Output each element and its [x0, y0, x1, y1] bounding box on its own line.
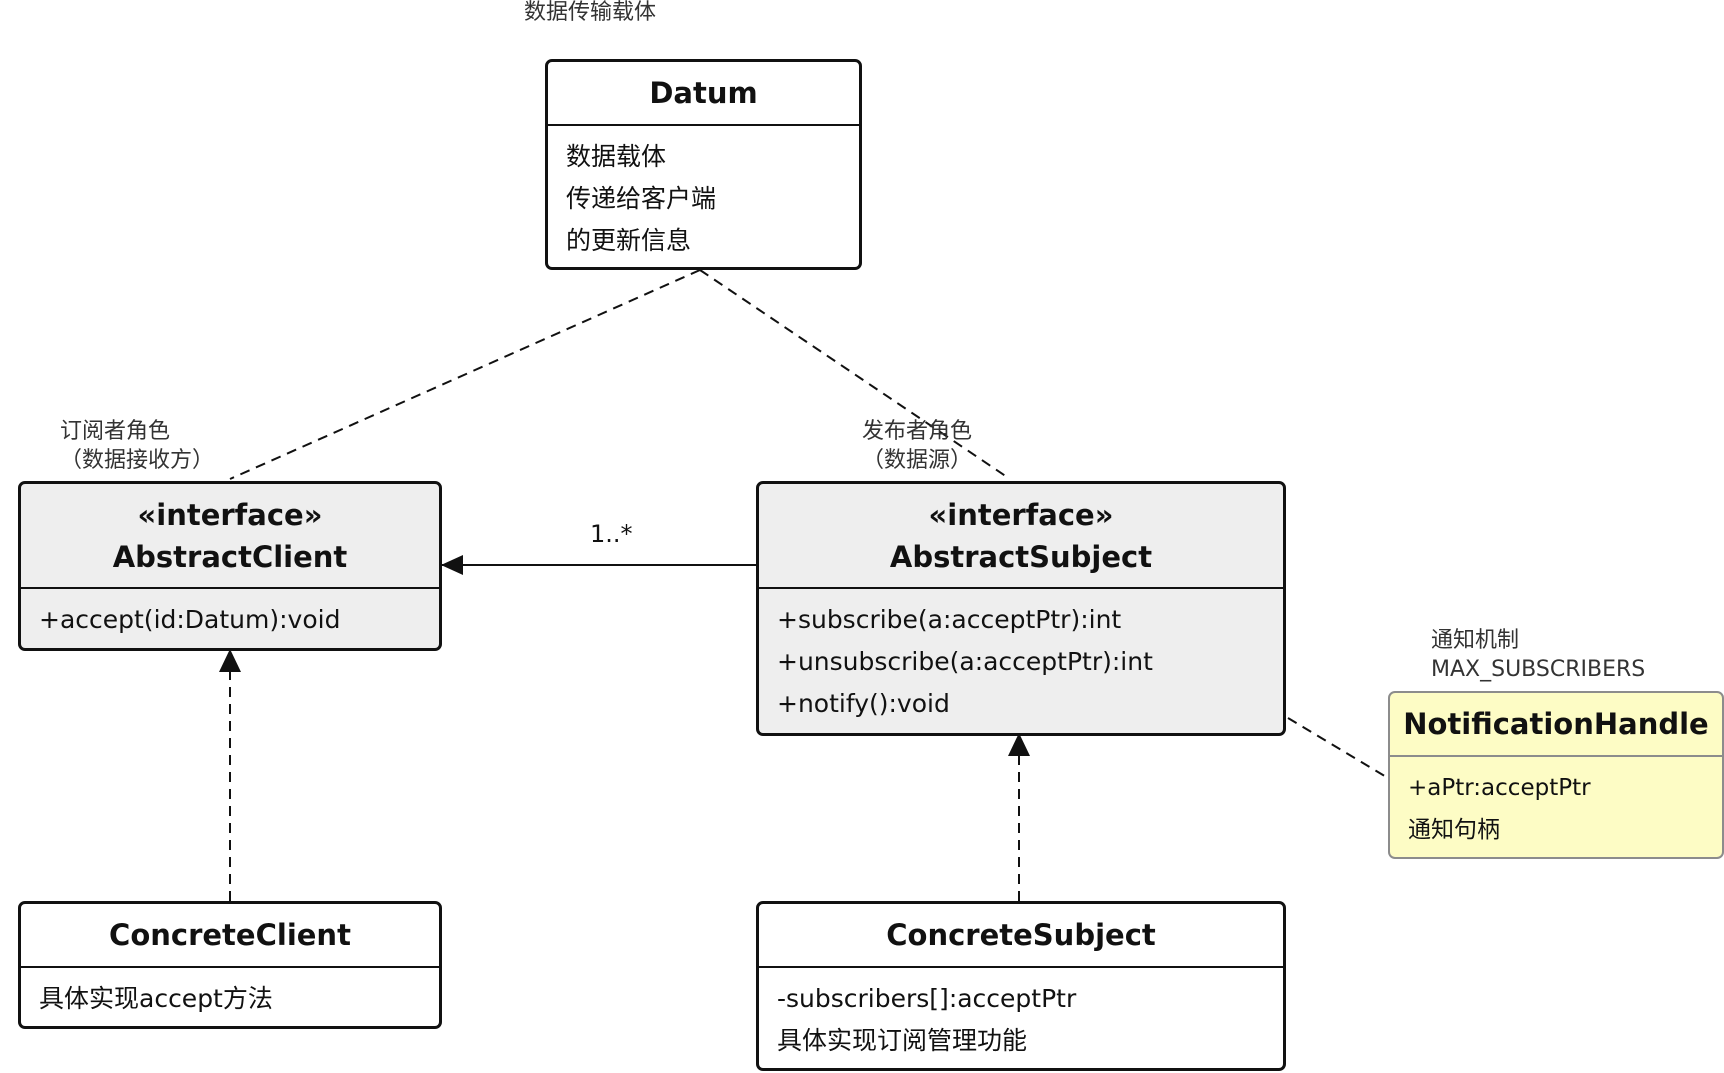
notification-note-constant: MAX_SUBSCRIBERS — [1431, 657, 1646, 682]
association-multiplicity: 1..* — [590, 520, 633, 548]
concrete-client-class[interactable]: ConcreteClient 具体实现accept方法 — [18, 901, 442, 1029]
abstract-subject-method: +notify():void — [777, 689, 950, 718]
abstract-subject-body: +subscribe(a:acceptPtr):int +unsubscribe… — [759, 589, 1283, 725]
notification-handle-class[interactable]: NotificationHandle +aPtr:acceptPtr 通知句柄 — [1388, 691, 1724, 859]
concrete-subject-row: 具体实现订阅管理功能 — [777, 1026, 1028, 1055]
subject-to-handle-dashed-line — [1287, 717, 1389, 779]
datum-to-subject-dashed-line — [699, 269, 1011, 480]
datum-class-row: 传递给客户端 — [566, 184, 717, 213]
datum-class-row: 的更新信息 — [566, 226, 692, 255]
concrete-subject-class[interactable]: ConcreteSubject -subscribers[]:acceptPtr… — [756, 901, 1286, 1071]
notification-note-title: 通知机制 — [1431, 628, 1520, 653]
concrete-subject-header: ConcreteSubject — [759, 904, 1283, 968]
subscriber-role-subtitle: （数据接收方） — [60, 448, 215, 473]
concrete-client-row: 具体实现accept方法 — [39, 984, 273, 1013]
datum-caption: 数据传输载体 — [524, 0, 657, 25]
abstract-client-title: AbstractClient — [112, 540, 348, 574]
notification-handle-row: 通知句柄 — [1408, 817, 1500, 843]
notification-handle-title: NotificationHandle — [1403, 707, 1709, 741]
publisher-role-label: 发布者角色 （数据源） — [862, 417, 972, 475]
datum-to-client-dashed-line — [229, 269, 701, 480]
abstract-client-body: +accept(id:Datum):void — [21, 589, 439, 641]
datum-class-title: Datum — [649, 76, 758, 110]
subscriber-role-label: 订阅者角色 （数据接收方） — [60, 417, 214, 475]
concrete-subject-title: ConcreteSubject — [886, 918, 1156, 952]
association-arrowhead — [441, 555, 463, 575]
concrete-client-body: 具体实现accept方法 — [21, 968, 439, 1020]
abstract-subject-title: AbstractSubject — [889, 540, 1153, 574]
abstract-subject-method: +subscribe(a:acceptPtr):int — [777, 605, 1122, 634]
concrete-subject-body: -subscribers[]:acceptPtr 具体实现订阅管理功能 — [759, 968, 1283, 1062]
abstract-subject-header: «interface» AbstractSubject — [759, 484, 1283, 589]
concrete-subject-row: -subscribers[]:acceptPtr — [777, 984, 1077, 1013]
abstract-client-header: «interface» AbstractClient — [21, 484, 439, 589]
abstract-subject-interface[interactable]: «interface» AbstractSubject +subscribe(a… — [756, 481, 1286, 736]
concrete-client-title: ConcreteClient — [109, 918, 351, 952]
client-realization-arrowhead — [219, 649, 241, 672]
publisher-role-title: 发布者角色 — [862, 419, 973, 444]
subject-realization-arrowhead — [1008, 733, 1030, 756]
notification-handle-header: NotificationHandle — [1390, 693, 1722, 757]
subscriber-role-title: 订阅者角色 — [60, 419, 171, 444]
notification-note-label: 通知机制 MAX_SUBSCRIBERS — [1431, 626, 1645, 684]
abstract-client-method: +accept(id:Datum):void — [39, 605, 341, 634]
datum-class-header: Datum — [548, 62, 859, 126]
notification-handle-body: +aPtr:acceptPtr 通知句柄 — [1390, 757, 1722, 851]
abstract-subject-stereotype: «interface» — [928, 498, 1114, 532]
datum-class[interactable]: Datum 数据载体 传递给客户端 的更新信息 — [545, 59, 862, 270]
abstract-client-stereotype: «interface» — [137, 498, 323, 532]
concrete-client-header: ConcreteClient — [21, 904, 439, 968]
abstract-subject-method: +unsubscribe(a:acceptPtr):int — [777, 647, 1153, 676]
abstract-client-interface[interactable]: «interface» AbstractClient +accept(id:Da… — [18, 481, 442, 651]
datum-class-row: 数据载体 — [566, 142, 667, 171]
publisher-role-subtitle: （数据源） — [862, 448, 973, 473]
datum-class-body: 数据载体 传递给客户端 的更新信息 — [548, 126, 859, 262]
notification-handle-row: +aPtr:acceptPtr — [1408, 775, 1591, 801]
